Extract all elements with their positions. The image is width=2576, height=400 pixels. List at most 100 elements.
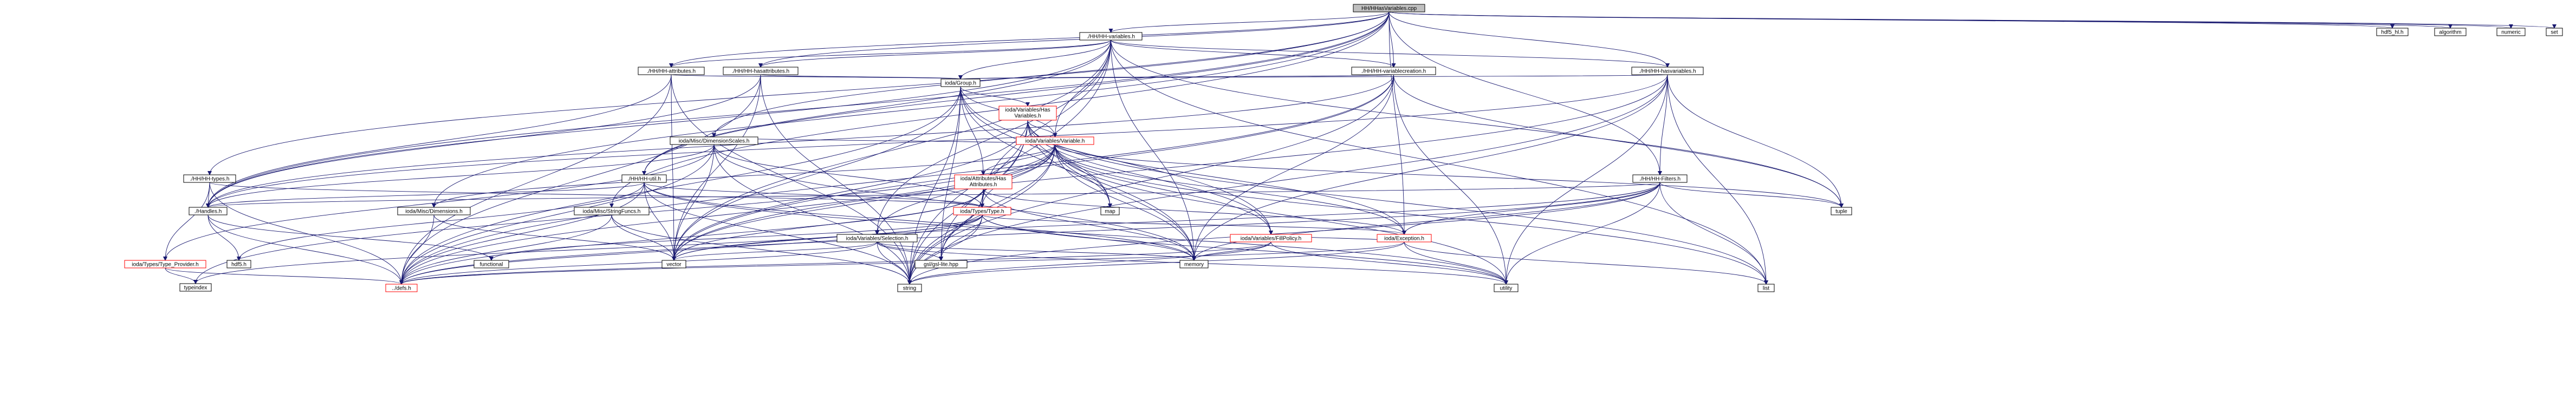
edge-has_variables-to-memory [1027, 120, 1196, 261]
node-label-tuple: tuple [1835, 209, 1847, 215]
edge-dimensions-to-defs [399, 214, 434, 285]
node-hh_util[interactable]: ./HH/HH-util.h [621, 174, 667, 183]
node-hh_attributes[interactable]: ./HH/HH-attributes.h [638, 67, 705, 75]
edge-has_attributes-to-gsl [939, 188, 984, 261]
node-algorithm[interactable]: algorithm [2434, 28, 2467, 36]
node-utility[interactable]: utility [1494, 284, 1519, 292]
edge-has_variables-to-vector [672, 120, 1028, 261]
node-handles[interactable]: ./Handles.h [189, 207, 228, 215]
node-map[interactable]: map [1100, 207, 1120, 215]
node-memory[interactable]: memory [1179, 260, 1209, 268]
edge-root-to-hh_hasvariables [1388, 11, 1670, 68]
node-box-memory [1179, 260, 1209, 268]
edge-variable-to-memory [1055, 144, 1196, 261]
edge-hh_attributes-to-vector [671, 74, 676, 261]
edge-root-to-exception [1388, 11, 1406, 235]
edge-group-to-memory [960, 86, 1196, 261]
node-typeindex[interactable]: typeindex [179, 283, 212, 292]
edge-hh_filters-to-exception [1402, 182, 1660, 235]
node-label-typeindex: typeindex [184, 285, 207, 291]
node-box-has_attributes [954, 174, 1013, 189]
edge-variable-to-tuple [1055, 144, 1844, 208]
node-tuple[interactable]: tuple [1831, 207, 1852, 215]
node-label-hdf5_hl: hdf5_hl.h [2381, 30, 2403, 36]
edge-hh_variables-to-handles [206, 40, 1111, 208]
node-label-line: Attributes.h [970, 182, 997, 188]
node-hdf5_h[interactable]: hdf5.h [226, 260, 251, 268]
node-label-stringfuncs: ioda/Misc/StringFuncs.h [583, 209, 641, 215]
node-hh_types[interactable]: ./HH/HH-types.h [183, 174, 236, 183]
node-label-hh_variables: ./HH/HH-variables.h [1087, 34, 1135, 40]
edge-has_variables-to-variable [1027, 120, 1057, 137]
node-hh_filters[interactable]: ./HH/HH-Filters.h [1632, 174, 1688, 183]
node-label-line: ioda/Attributes/Has [961, 176, 1007, 182]
node-label-fillpolicy: ioda/Variables/FillPolicy.h [1241, 236, 1301, 242]
node-label-selection: ioda/Variables/Selection.h [846, 236, 909, 242]
edge-dimscales-to-defs [399, 144, 715, 285]
node-stringfuncs[interactable]: ioda/Misc/StringFuncs.h [574, 207, 650, 215]
edge-has_attributes-to-exception [983, 188, 1406, 235]
edge-hh_variables-to-list [1111, 40, 1768, 285]
node-vector[interactable]: vector [661, 260, 686, 268]
edge-fillpolicy-to-defs [399, 241, 1271, 285]
edge-root-to-hh_filters [1388, 11, 1662, 175]
node-box-selection [836, 234, 918, 242]
edge-hh_types-to-types_type [209, 182, 984, 208]
node-dimensions[interactable]: ioda/Misc/Dimensions.h [397, 207, 471, 215]
node-hdf5_hl[interactable]: hdf5_hl.h [2376, 28, 2409, 36]
edge-hh_variables-to-group [958, 40, 1111, 80]
edge-handles-to-functional [207, 214, 494, 261]
node-set[interactable]: set [2546, 28, 2563, 36]
edge-hh_hasvariables-to-string [907, 74, 1668, 285]
edge-hh_variables-to-hh_hasattributes [758, 40, 1111, 68]
edge-hh_hasvariables-to-tuple [1667, 74, 1844, 208]
node-hh_variablecreation[interactable]: ./HH/HH-variablecreation.h [1351, 67, 1436, 75]
edge-types_type-to-typeindex [193, 214, 983, 284]
node-box-tuple [1831, 207, 1852, 215]
node-label-set: set [2551, 30, 2558, 36]
node-box-set [2546, 28, 2563, 36]
node-label-map: map [1105, 209, 1115, 215]
node-exception[interactable]: ioda/Exception.h [1377, 234, 1432, 242]
edge-stringfuncs-to-string [611, 214, 912, 285]
node-variable[interactable]: ioda/Variables/Variable.h [1016, 136, 1094, 145]
edge-fillpolicy-to-string [907, 241, 1271, 285]
edges-layer [163, 11, 2556, 285]
edge-hh_variablecreation-to-handles [206, 74, 1394, 208]
node-hh_variables[interactable]: ./HH/HH-variables.h [1079, 32, 1143, 41]
edge-stringfuncs-to-defs [399, 214, 612, 285]
node-fillpolicy[interactable]: ioda/Variables/FillPolicy.h [1230, 234, 1312, 242]
edge-variable-to-dimensions [432, 144, 1055, 208]
node-box-exception [1377, 234, 1432, 242]
node-string[interactable]: string [897, 284, 922, 292]
node-list[interactable]: list [1757, 284, 1775, 292]
node-label-dimscales: ioda/Misc/DimensionScales.h [679, 139, 750, 145]
node-group[interactable]: ioda/Group.h [940, 78, 981, 87]
nodes-layer: HH/HHasVariables.cpp ./HH/HH-variables.h.… [124, 4, 2563, 292]
node-box-typeindex [179, 283, 212, 292]
node-box-has_variables [998, 106, 1057, 121]
node-functional[interactable]: functional [473, 260, 509, 268]
node-dimscales[interactable]: ioda/Misc/DimensionScales.h [670, 136, 758, 145]
node-numeric[interactable]: numeric [2496, 28, 2526, 36]
edge-variable-to-types_type [980, 144, 1055, 208]
edge-root-to-set [1388, 11, 2556, 29]
edge-has_attributes-to-defs [399, 188, 984, 285]
edge-root-to-hh_hasattributes [758, 11, 1390, 68]
node-hh_hasattributes[interactable]: ./HH/HH-hasattributes.h [723, 67, 799, 75]
node-hh_hasvariables[interactable]: ./HH/HH-hasvariables.h [1631, 67, 1704, 75]
edge-hh_hasvariables-to-group [959, 74, 1668, 80]
node-types_type[interactable]: ioda/Types/Type.h [953, 207, 1011, 215]
node-defs[interactable]: ../defs.h [385, 284, 418, 292]
edge-hh_util-to-defs [399, 182, 645, 285]
node-label-gsl: gsl/gsl-lite.hpp [924, 262, 958, 268]
node-selection[interactable]: ioda/Variables/Selection.h [836, 234, 918, 242]
node-gsl[interactable]: gsl/gsl-lite.hpp [914, 260, 968, 268]
node-root[interactable]: HH/HHasVariables.cpp [1353, 4, 1425, 12]
node-box-functional [473, 260, 509, 268]
edge-hh_hasvariables-to-utility [1504, 74, 1668, 285]
node-type_provider[interactable]: ioda/Types/Type_Provider.h [124, 260, 206, 268]
